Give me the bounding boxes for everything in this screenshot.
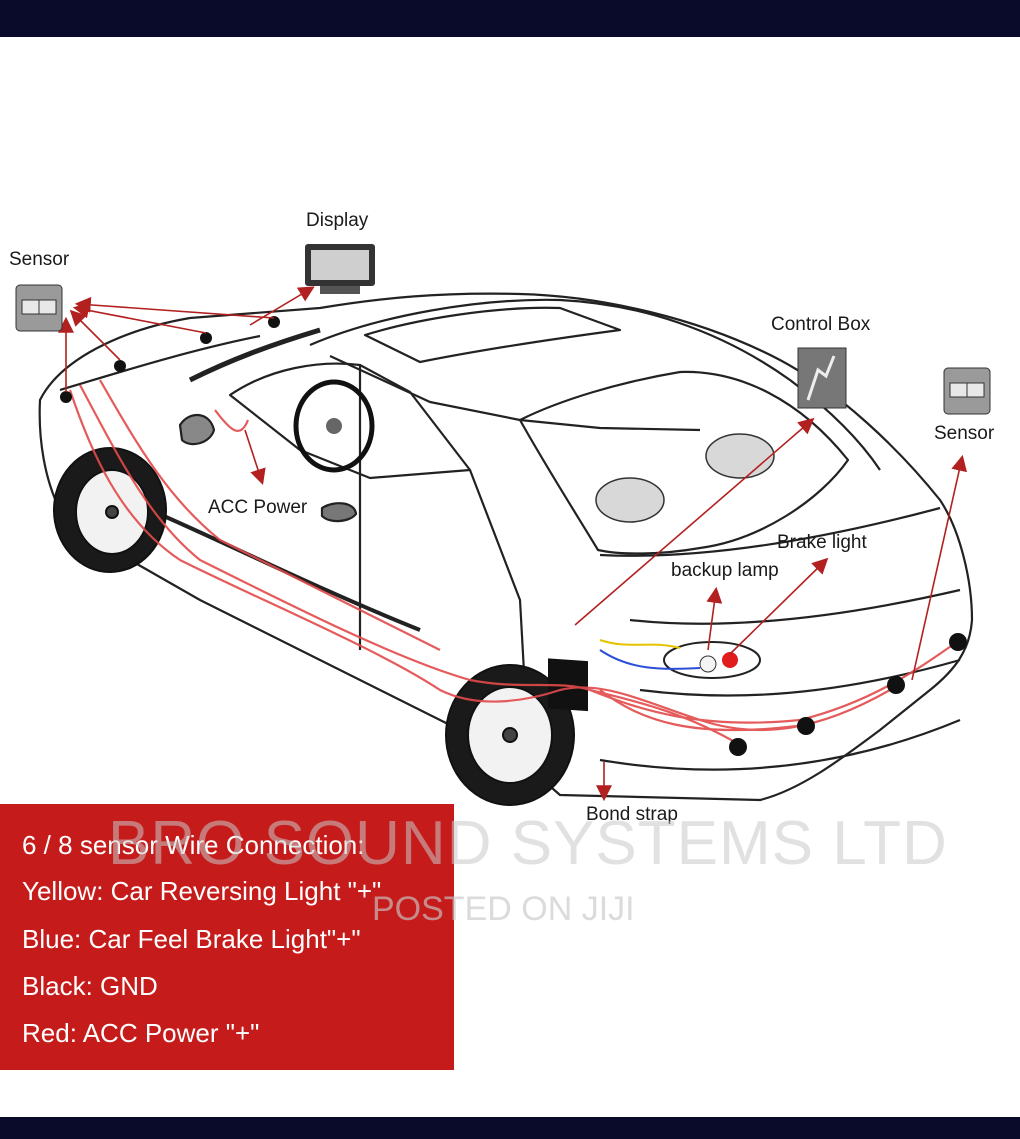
legend-title: 6 / 8 sensor Wire Connection: <box>22 830 365 860</box>
car-outline <box>38 292 974 802</box>
acc-power-label: ACC Power <box>208 497 308 518</box>
display-label: Display <box>306 210 369 231</box>
front-wheel <box>53 447 167 573</box>
bond-strap-label: Bond strap <box>586 804 678 825</box>
brake-light-label: Brake light <box>777 532 867 553</box>
bottom-bar <box>0 1117 1020 1139</box>
control-box-icon <box>797 347 847 409</box>
watermark-main: BRO SOUND SYSTEMS LTD <box>108 809 948 878</box>
legend-black: Black: GND <box>22 971 158 1001</box>
wire-legend: 6 / 8 sensor Wire Connection: Yellow: Ca… <box>0 804 454 1070</box>
car-wiring-diagram <box>15 244 991 806</box>
legend-red: Red: ACC Power "+" <box>22 1018 260 1048</box>
sensor-right-label: Sensor <box>934 423 995 444</box>
legend-yellow: Yellow: Car Reversing Light "+" <box>22 876 382 906</box>
control-box-label: Control Box <box>771 314 871 335</box>
sensor-icon <box>943 367 991 415</box>
backup-lamp-label: backup lamp <box>671 560 779 581</box>
display-icon <box>305 244 375 294</box>
sensor-icon <box>15 284 63 332</box>
legend-blue: Blue: Car Feel Brake Light"+" <box>22 924 361 954</box>
watermark-sub: POSTED ON JIJI <box>372 890 635 928</box>
top-bar <box>0 0 1020 37</box>
sensor-left-label: Sensor <box>9 249 70 270</box>
